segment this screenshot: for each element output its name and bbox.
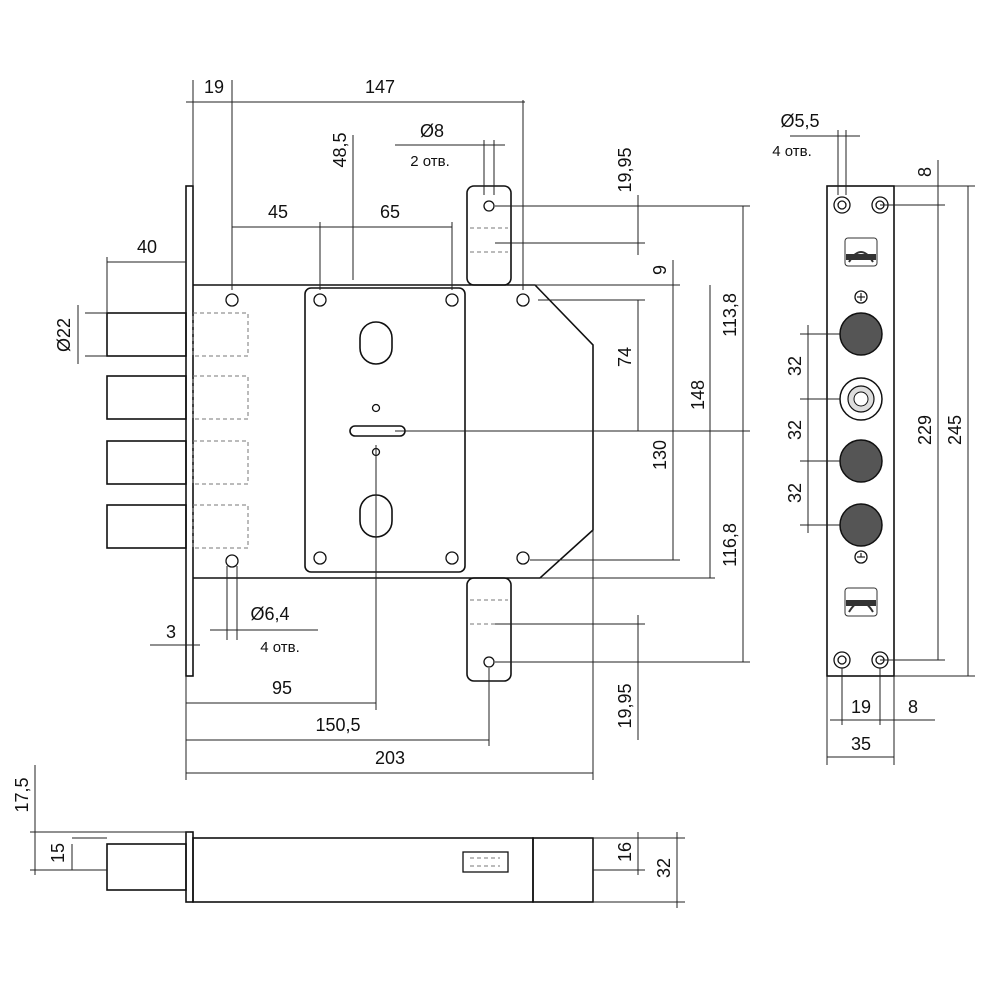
dim-150-5: 150,5 bbox=[315, 715, 360, 735]
dim-245: 245 bbox=[945, 415, 965, 445]
side-end bbox=[532, 837, 594, 903]
top-tab bbox=[466, 185, 512, 286]
side-bolt bbox=[106, 843, 187, 891]
dim-19-95-bottom: 19,95 bbox=[615, 683, 635, 728]
dim-35: 35 bbox=[851, 734, 871, 754]
faceplate-view: Ø5,5 4 отв. 8 229 245 32 32 32 19 8 35 bbox=[772, 111, 975, 765]
bolt bbox=[106, 504, 187, 549]
dim-130: 130 bbox=[650, 440, 670, 470]
dim-15: 15 bbox=[48, 843, 68, 863]
dim-4-holes-faceplate: 4 отв. bbox=[772, 143, 812, 160]
dim-4-holes: 4 отв. bbox=[260, 639, 300, 656]
mount-hole bbox=[225, 554, 239, 568]
dim-32-b: 32 bbox=[785, 420, 805, 440]
dim-dia-8: Ø8 bbox=[420, 121, 444, 141]
mount-hole bbox=[516, 293, 530, 307]
dim-40: 40 bbox=[137, 237, 157, 257]
dim-dia-5-5: Ø5,5 bbox=[780, 111, 819, 131]
mount-hole bbox=[225, 293, 239, 307]
dim-32-side: 32 bbox=[654, 858, 674, 878]
dim-17-5: 17,5 bbox=[12, 777, 32, 812]
dim-8-top: 8 bbox=[915, 167, 935, 177]
side-view: 17,5 15 16 32 bbox=[12, 765, 685, 908]
faceplate bbox=[826, 185, 895, 677]
tab-hole bbox=[483, 200, 495, 212]
bolt-head bbox=[839, 439, 883, 483]
side-latch bbox=[462, 851, 509, 873]
dim-19: 19 bbox=[204, 77, 224, 97]
dim-32-a: 32 bbox=[785, 356, 805, 376]
side-plate bbox=[185, 831, 194, 903]
dim-116-8: 116,8 bbox=[720, 523, 740, 567]
dim-dia-22: Ø22 bbox=[54, 318, 74, 352]
dim-113-8: 113,8 bbox=[720, 293, 740, 337]
dim-65: 65 bbox=[380, 202, 400, 222]
oval-cutout bbox=[359, 321, 393, 365]
mount-hole bbox=[313, 293, 327, 307]
dim-dia-6-4: Ø6,4 bbox=[250, 604, 289, 624]
dim-16: 16 bbox=[615, 842, 635, 862]
bolt-head bbox=[839, 503, 883, 547]
dim-48-5: 48,5 bbox=[330, 132, 350, 167]
bolt-head bbox=[839, 312, 883, 356]
dim-74: 74 bbox=[615, 347, 635, 367]
front-plate bbox=[185, 185, 194, 677]
front-dimensions: 19 147 48,5 45 65 Ø8 2 отв. 40 Ø22 19,95 bbox=[54, 77, 750, 780]
mount-hole bbox=[445, 551, 459, 565]
dim-45: 45 bbox=[268, 202, 288, 222]
tab-hole bbox=[483, 656, 495, 668]
front-view bbox=[106, 185, 594, 682]
bolt bbox=[106, 375, 187, 420]
mount-hole bbox=[516, 551, 530, 565]
dim-19-bottom: 19 bbox=[851, 697, 871, 717]
cover-plate bbox=[304, 287, 466, 573]
dim-147: 147 bbox=[365, 77, 395, 97]
dim-2-holes: 2 отв. bbox=[410, 153, 450, 170]
dim-32-c: 32 bbox=[785, 483, 805, 503]
mount-hole bbox=[313, 551, 327, 565]
bolt bbox=[106, 440, 187, 485]
dim-9: 9 bbox=[650, 265, 670, 275]
dim-148: 148 bbox=[688, 380, 708, 410]
dim-19-95-top: 19,95 bbox=[615, 147, 635, 192]
bolt bbox=[106, 312, 187, 357]
mount-hole bbox=[445, 293, 459, 307]
dim-229: 229 bbox=[915, 415, 935, 445]
dim-203: 203 bbox=[375, 748, 405, 768]
dim-8-bottom: 8 bbox=[908, 697, 918, 717]
dim-3: 3 bbox=[166, 622, 176, 642]
dim-95: 95 bbox=[272, 678, 292, 698]
